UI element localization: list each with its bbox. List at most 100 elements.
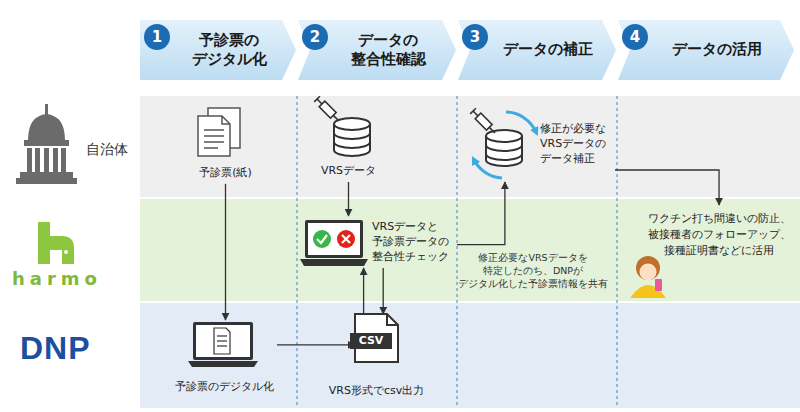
capitol-icon — [27, 148, 32, 172]
row-logo-text: DNP — [20, 329, 91, 367]
csv-file-icon — [350, 314, 398, 362]
band-fill — [140, 303, 800, 408]
chevron-shape — [618, 20, 794, 80]
column-dividers — [617, 96, 618, 408]
step-header: 予診票の デジタル化 1 — [140, 20, 296, 80]
column-dividers — [297, 96, 617, 408]
step-title: データの補正 — [498, 40, 598, 60]
chevron-shape — [140, 20, 296, 80]
digitize-laptop-icon — [217, 335, 227, 336]
capitol-icon — [28, 114, 65, 140]
node-caption: 修正が必要な VRSデータの データ補正 — [540, 122, 612, 167]
row-band: harmo VRSデータと 予診票データの 整合性チェック ワクチン打ち間違いの防止… — [0, 199, 800, 301]
harmo-logo-icon — [38, 222, 74, 264]
paper-form-icon — [198, 116, 230, 156]
step-header: データの 整合性確認2 — [298, 20, 456, 80]
step-number-circle: 4 — [622, 24, 648, 50]
node-caption: ワクチン打ち間違いの防止、被接種者のフォローアップ、接種証明書などに活用 — [645, 211, 793, 259]
vrs-database-icon — [314, 96, 342, 124]
connectors — [226, 170, 720, 345]
digitize-laptop-icon — [196, 325, 250, 357]
harmo-logo-icon — [56, 250, 60, 254]
paper-form-icon — [204, 141, 224, 143]
correction-database-icon — [474, 160, 502, 178]
vrs-data-node: VRSデータ — [312, 100, 385, 182]
check-laptop-icon — [313, 230, 331, 248]
step-header: データの活用 4 — [618, 20, 794, 80]
person-icon — [636, 256, 660, 280]
capitol-icon — [16, 104, 77, 184]
paper-form-icon — [204, 129, 224, 131]
capitol-icon — [53, 148, 58, 172]
vrs-database-icon — [334, 118, 370, 130]
person-icon — [655, 279, 662, 291]
paper-form-node: 予診票(紙) — [180, 106, 271, 184]
paper-form-icon — [204, 135, 224, 137]
digitize-laptop-icon — [214, 328, 230, 354]
step-title: データの活用 — [667, 40, 767, 60]
connector-label: 修正必要なVRSデータを 特定したのち、DNPが デジタル化した予診票情報を共有 — [458, 252, 608, 290]
digitize-laptop-icon — [188, 361, 258, 367]
step-number-circle: 3 — [462, 24, 488, 50]
node-caption: VRSデータ — [312, 164, 385, 179]
chevron-shape — [458, 20, 616, 80]
paper-form-icon — [222, 116, 230, 124]
usage-node: ワクチン打ち間違いの防止、被接種者のフォローアップ、接種証明書などに活用 — [625, 205, 796, 298]
vrs-database-icon — [314, 96, 320, 102]
csv-file-icon — [387, 314, 398, 325]
step-number-circle: 1 — [144, 24, 170, 50]
connector-arrow — [225, 184, 226, 320]
row-logo-text: harmo — [12, 267, 102, 291]
vrs-database-icon — [317, 99, 322, 104]
correction-database-icon — [506, 112, 536, 132]
data-correction-node: 修正が必要な VRSデータの データ補正 — [472, 102, 615, 182]
person-icon — [640, 264, 657, 281]
digitize-laptop-icon — [188, 322, 258, 367]
check-laptop-icon — [337, 230, 355, 248]
harmo-logo-icon — [38, 222, 74, 264]
correction-database-icon — [486, 130, 522, 142]
node-caption: 予診票(紙) — [180, 166, 271, 181]
person-icon — [630, 256, 666, 298]
node-caption: VRSデータと 予診票データの 整合性チェック — [372, 220, 454, 265]
capitol-icon — [35, 148, 40, 172]
paper-form-icon — [204, 147, 218, 149]
digitize-laptop-icon — [214, 328, 230, 354]
capitol-icon — [44, 148, 49, 172]
capitol-icon — [16, 178, 77, 184]
capitol-icon — [61, 148, 66, 172]
column-dividers — [457, 96, 458, 408]
correction-database-icon — [473, 111, 478, 116]
node-caption: 予診票のデジタル化 — [172, 380, 277, 395]
chevron-shape — [298, 20, 456, 80]
digitize-laptop-icon — [217, 340, 227, 341]
paper-form-icon — [198, 108, 240, 156]
correction-database-icon — [470, 108, 498, 136]
check-laptop-icon — [300, 259, 368, 266]
correction-database-icon — [486, 145, 522, 151]
band-fill — [140, 199, 800, 301]
digitization-node: 予診票のデジタル化 — [172, 320, 277, 398]
vrs-database-icon — [333, 115, 339, 121]
connector-arrow — [383, 268, 384, 314]
column-dividers — [297, 96, 298, 408]
correction-database-icon — [470, 108, 536, 178]
row-band: 自治体予診票(紙) VRSデータ 修正が必要な VRSデータの データ補正 — [0, 96, 800, 197]
check-laptop-icon — [342, 235, 350, 243]
capitol-icon — [24, 140, 69, 146]
row-label: 自治体 — [86, 140, 128, 159]
step-number: 3 — [462, 24, 488, 50]
step-number: 2 — [302, 24, 328, 50]
band-fill — [140, 96, 800, 197]
connector-arrow — [363, 268, 364, 314]
vrs-database-icon — [314, 96, 370, 156]
correction-database-icon — [486, 154, 522, 160]
step-title: 予診票の デジタル化 — [179, 31, 279, 70]
vrs-database-icon — [334, 142, 370, 148]
consistency-check-node: VRSデータと 予診票データの 整合性チェック — [300, 216, 457, 268]
connector-arrow — [615, 170, 719, 205]
csv-file-node: CSVVRS形式でcsv出力 — [355, 314, 398, 362]
vrs-database-icon — [334, 133, 370, 139]
connector-arrow — [348, 182, 349, 216]
